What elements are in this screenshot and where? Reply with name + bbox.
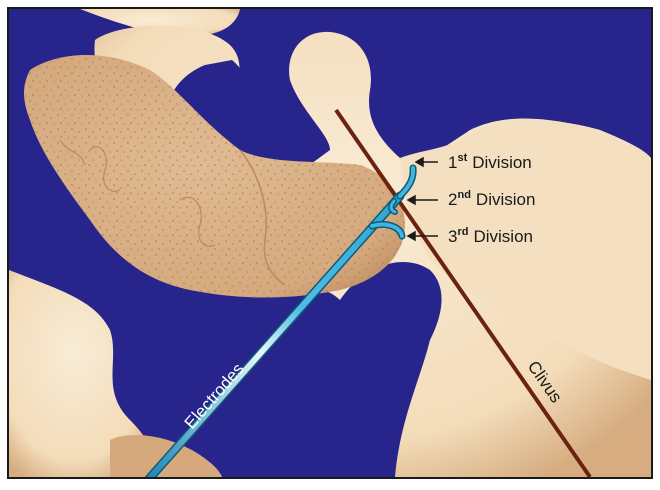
anatomy-diagram: 1stDivision 2ndDivision 3rdDivision Elec… (0, 0, 660, 485)
diagram-canvas: 1stDivision 2ndDivision 3rdDivision Elec… (0, 0, 660, 485)
